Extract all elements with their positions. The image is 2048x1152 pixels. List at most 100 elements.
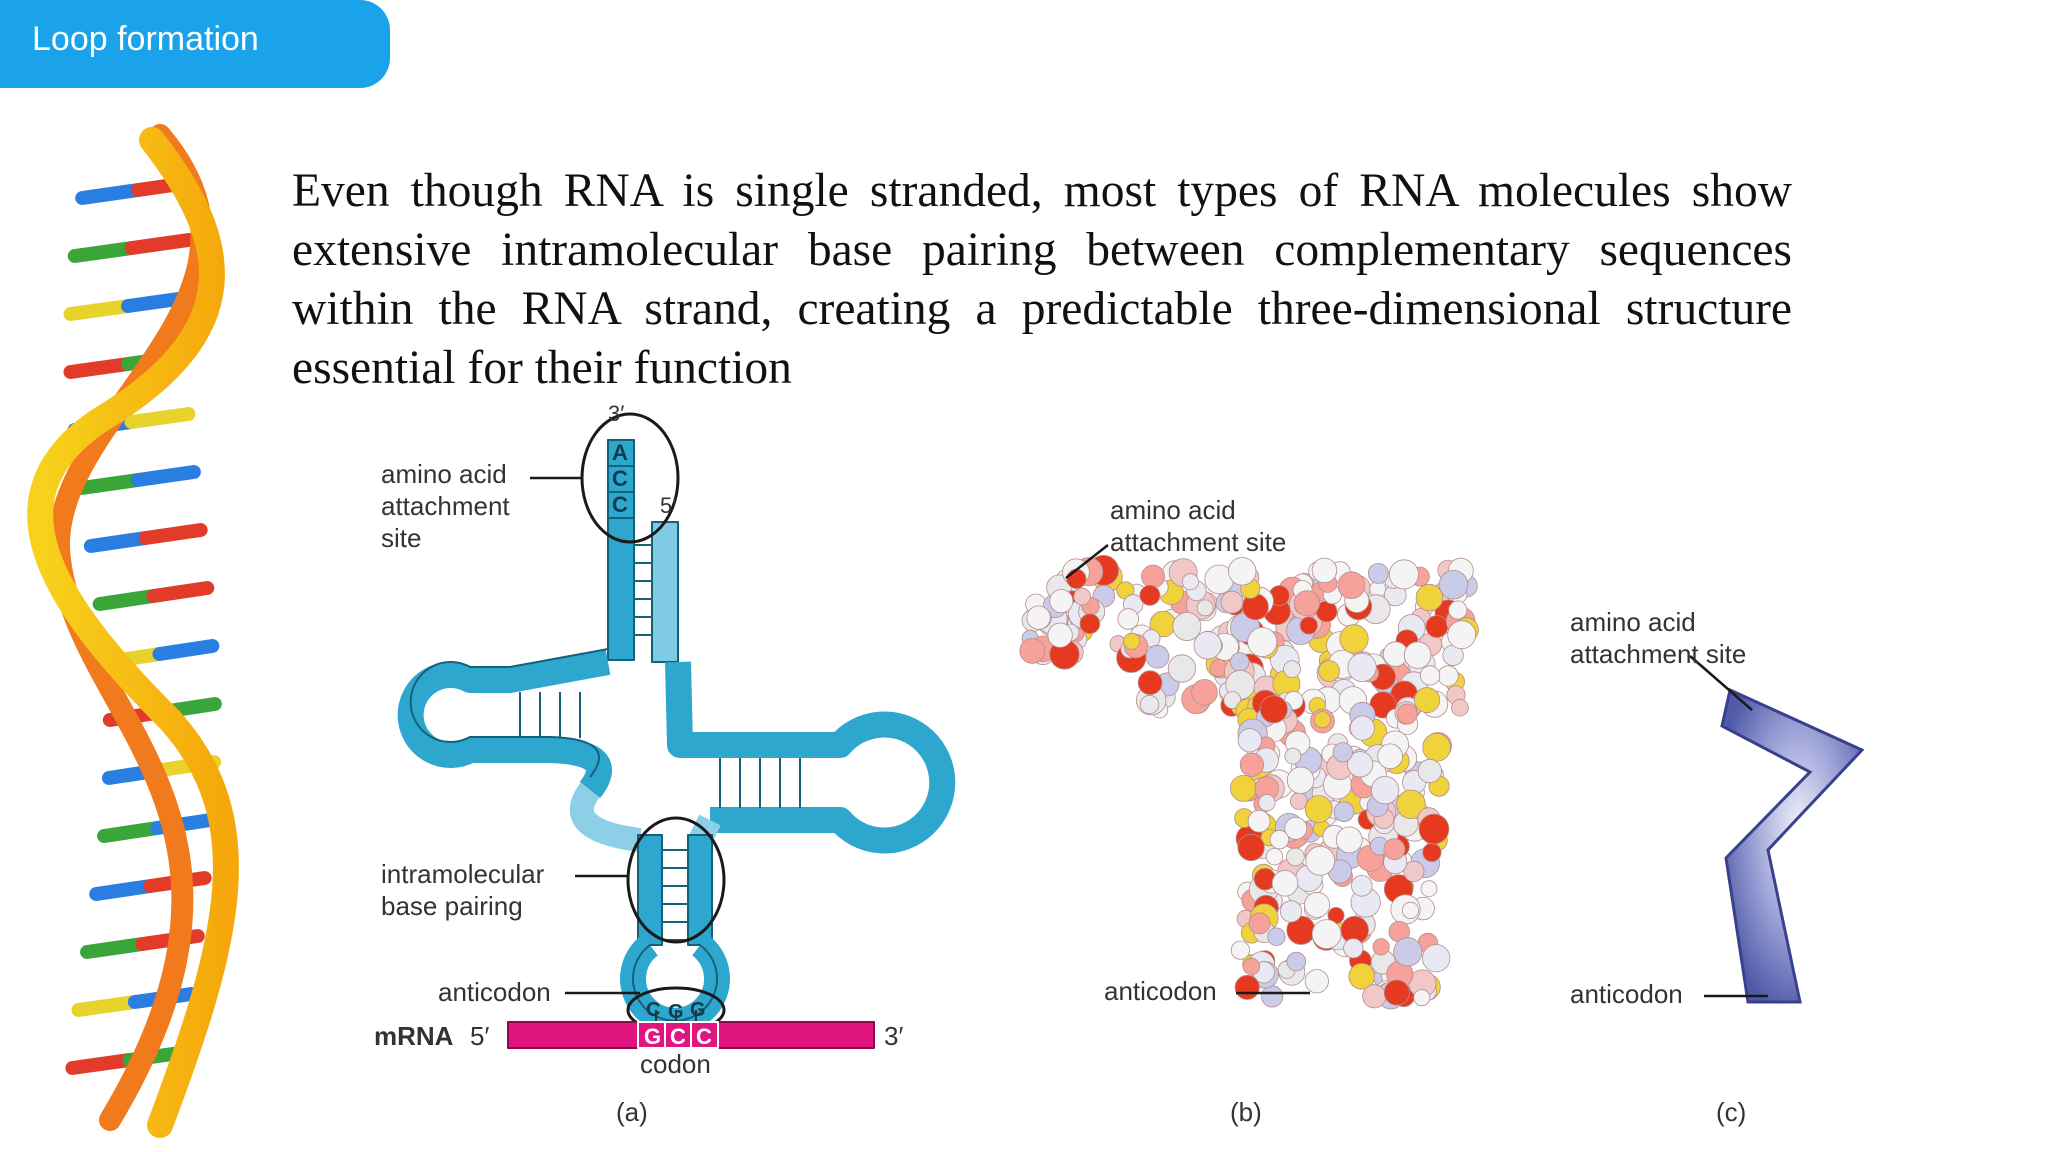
- atom-sphere: [1227, 557, 1257, 586]
- body-paragraph: Even though RNA is single stranded, most…: [292, 165, 1792, 394]
- dna-rung: [130, 465, 201, 487]
- atom-sphere: [1401, 901, 1420, 920]
- dna-rung: [89, 879, 158, 901]
- atom-sphere: [1396, 789, 1426, 820]
- label-amino-acid-site-b-line2: attachment site: [1110, 527, 1287, 557]
- atom-sphere: [1196, 599, 1214, 617]
- atom-sphere: [1294, 590, 1321, 617]
- atom-sphere: [1079, 613, 1101, 634]
- atom-sphere: [1332, 742, 1353, 763]
- atom-sphere: [1261, 985, 1284, 1008]
- atom-sphere: [1234, 974, 1260, 1000]
- atom-sphere: [1284, 817, 1308, 840]
- atom-sphere: [1438, 570, 1469, 600]
- atom-sphere: [1139, 584, 1161, 606]
- atom-sphere: [1333, 801, 1355, 822]
- label-anticodon-b: anticodon: [1104, 976, 1217, 1006]
- atom-sphere: [1318, 660, 1340, 682]
- atom-sphere: [1403, 641, 1432, 669]
- atom-sphere: [1343, 938, 1364, 959]
- atom-sphere: [1229, 652, 1250, 672]
- dna-rung: [152, 639, 220, 661]
- atom-sphere: [1019, 638, 1045, 664]
- anticodon-base-1: C: [646, 999, 661, 1021]
- atom-sphere: [1383, 838, 1406, 861]
- atom-sphere: [1403, 860, 1425, 883]
- caption-b: (b): [1230, 1097, 1262, 1127]
- anticodon-base-2: G: [668, 1001, 684, 1023]
- label-5-prime-top: 5′: [660, 493, 677, 518]
- atom-sphere: [1420, 665, 1441, 686]
- label-anticodon-c: anticodon: [1570, 979, 1683, 1009]
- dna-rung: [97, 821, 165, 843]
- atom-sphere: [1167, 654, 1197, 683]
- atom-sphere: [1271, 870, 1299, 897]
- atom-sphere: [1348, 962, 1375, 990]
- label-amino-acid-site-line3: site: [381, 523, 422, 553]
- label-amino-acid-site-b-line1: amino acid: [1110, 495, 1236, 525]
- atom-sphere: [1417, 758, 1442, 784]
- atom-sphere: [1193, 631, 1222, 660]
- dna-rung: [124, 233, 196, 255]
- atom-sphere: [1422, 733, 1451, 762]
- atom-sphere: [1304, 969, 1329, 994]
- atom-sphere: [1422, 842, 1442, 863]
- base-a: A: [612, 440, 628, 465]
- panel-c-l-shape-model: [1689, 655, 1865, 1004]
- dna-rung: [67, 241, 139, 263]
- atom-sphere: [1349, 715, 1375, 741]
- atom-sphere: [1447, 620, 1477, 650]
- atom-sphere: [1181, 573, 1199, 591]
- label-anticodon-a: anticodon: [438, 977, 551, 1007]
- atom-sphere: [1284, 747, 1302, 765]
- atom-sphere: [1279, 900, 1303, 923]
- atom-sphere: [1230, 940, 1251, 960]
- intramolecular-circle: [626, 816, 726, 944]
- atom-sphere: [1377, 743, 1403, 770]
- atom-sphere: [1383, 979, 1410, 1006]
- atom-sphere: [1388, 559, 1419, 590]
- caption-c: (c): [1716, 1097, 1747, 1127]
- label-amino-acid-site-c-line2: attachment site: [1570, 639, 1747, 669]
- atom-sphere: [1448, 600, 1468, 620]
- atom-sphere: [1367, 563, 1389, 584]
- atom-sphere: [1286, 847, 1305, 867]
- t-arm: [665, 661, 956, 854]
- atom-sphere: [1422, 944, 1451, 973]
- atom-sphere: [1370, 776, 1400, 805]
- label-intramolecular-line1: intramolecular: [381, 859, 545, 889]
- atom-sphere: [1117, 608, 1139, 630]
- atom-sphere: [1311, 557, 1338, 584]
- label-intramolecular-line2: base pairing: [381, 891, 523, 921]
- atom-sphere: [1304, 891, 1331, 918]
- slide-title: Loop formation: [32, 20, 259, 58]
- atom-sphere: [1362, 984, 1387, 1009]
- atom-sphere: [1123, 632, 1141, 650]
- atom-sphere: [1247, 809, 1271, 833]
- dna-rung: [80, 937, 150, 959]
- atom-sphere: [1437, 665, 1459, 687]
- label-codon: codon: [640, 1049, 711, 1079]
- title-tab: Loop formation: [0, 0, 390, 88]
- atom-sphere: [1073, 587, 1091, 606]
- atom-sphere: [1286, 766, 1315, 795]
- atom-sphere: [1286, 951, 1307, 972]
- atom-sphere: [1047, 622, 1073, 648]
- codon-base-3: C: [696, 1024, 712, 1049]
- atom-sphere: [1299, 616, 1318, 635]
- atom-sphere: [1230, 775, 1257, 802]
- atom-sphere: [1137, 670, 1163, 695]
- dna-rung: [124, 407, 196, 429]
- dna-rung: [92, 589, 161, 611]
- label-amino-acid-site-line1: amino acid: [381, 459, 507, 489]
- panel-b-space-filling-model: [1019, 544, 1479, 1010]
- label-mrna-3-prime: 3′: [884, 1021, 904, 1051]
- atom-sphere: [1420, 880, 1438, 898]
- atom-sphere: [1347, 652, 1377, 683]
- panel-a-cloverleaf: [397, 412, 956, 1049]
- atom-sphere: [1393, 937, 1423, 967]
- atom-sphere: [1141, 564, 1165, 589]
- atom-sphere: [1223, 691, 1242, 709]
- atom-sphere: [1242, 957, 1261, 976]
- dna-rung: [138, 523, 208, 545]
